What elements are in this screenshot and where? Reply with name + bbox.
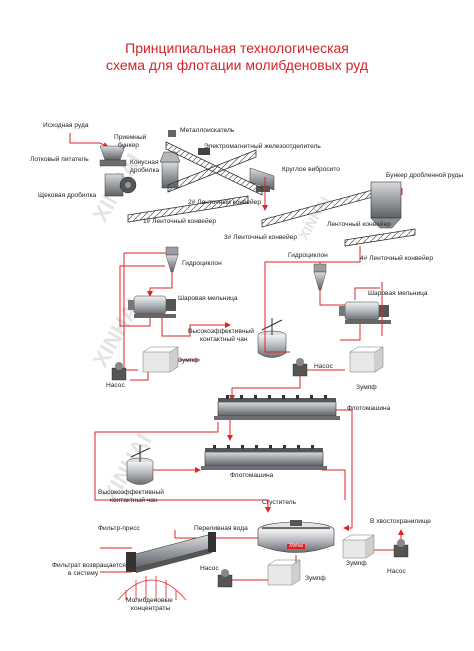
sump-tailings (342, 534, 375, 559)
circular-vibrating-screen (249, 167, 275, 192)
label-circular-screen: Круглое вибросито (282, 166, 340, 173)
label-pump-tailings: Насос (387, 568, 406, 575)
label-concentrate-line1: Молибденовые (126, 597, 173, 604)
label-crushed-ore-bunker: Бункер дробленной руды (386, 172, 464, 179)
label-filtrate-line1: Фильтрат возвращается (52, 562, 126, 569)
tray-feeder (99, 159, 127, 167)
conveyor-1 (127, 195, 249, 223)
hydrocyclone-right (313, 263, 327, 291)
label-thickener: Сгуститель (262, 499, 297, 506)
diagram-title-line2: схема для флотации молибденовых руд (105, 57, 369, 73)
label-contact-tank-2-line2: контактный чан (110, 497, 158, 504)
label-conveyor-3: 3# Ленточный конвейер (224, 234, 297, 241)
label-sump-tailings: Зумпф (346, 560, 367, 567)
diagram-title-line1: Принципиальная технологическая (125, 40, 349, 56)
thickener-badge: Xinhai (287, 543, 305, 549)
source-ore-arrow (69, 133, 109, 148)
pump-left (111, 362, 127, 381)
thickener (257, 520, 335, 553)
label-tray-feeder: Лотковый питатель (30, 156, 89, 163)
label-ball-mill-right: Шаровая мельница (368, 290, 428, 297)
sump-left (142, 346, 179, 373)
label-cone-crusher-2: дробилка (130, 167, 160, 174)
label-conveyor-1: 1# Ленточный конвейер (143, 218, 216, 225)
metal-detector (168, 130, 176, 137)
ball-mill-left (128, 295, 176, 318)
flotation-machine-2 (201, 445, 327, 470)
crushed-ore-bunker (370, 181, 402, 229)
concentrate-arc (117, 576, 187, 601)
label-flotation-2: Флотомашина (230, 472, 274, 479)
label-overflow-water: Переливная вода (194, 525, 248, 532)
label-receiving-hopper-2: бункер (118, 142, 139, 149)
conveyor-belt-upper (344, 228, 416, 247)
label-jaw-crusher: Щековая дробилка (38, 192, 97, 199)
jaw-crusher (104, 173, 137, 197)
label-conveyor-2: 2# Ленточный конвейер (188, 199, 261, 206)
hydrocyclone-left (165, 246, 179, 273)
label-sump-left: Зумпф (178, 357, 199, 364)
label-tailings: В хвостохранилище (370, 518, 431, 525)
label-hydrocyclone-left: Гидроциклон (182, 260, 222, 267)
label-conveyor-4: 4# Ленточный конвейер (360, 255, 433, 262)
cone-crusher (159, 151, 181, 189)
electromagnetic-separator (198, 148, 210, 155)
label-contact-tank-1-line1: Высокоэффективный (188, 328, 254, 335)
label-filtrate-line2: в систему (68, 570, 99, 577)
pump-right (292, 358, 308, 377)
sump-right (349, 346, 384, 373)
sump-bottom (267, 559, 301, 586)
label-pump-right: Насос (314, 363, 333, 370)
label-hydrocyclone-right: Гидроциклон (288, 252, 328, 259)
conveyor-2b (167, 149, 257, 193)
label-receiving-hopper-1: Приемный (114, 134, 147, 141)
pump-tailings (393, 539, 409, 558)
label-flotation-1: Флотомашина (347, 405, 391, 412)
label-filter-press: Фильтр-пресс (98, 525, 140, 532)
pump-bottom (217, 569, 233, 588)
contact-tank-lower (126, 445, 154, 485)
label-pump-left: Насос (106, 382, 125, 389)
label-belt-conveyor: Ленточный конвейер (327, 221, 391, 228)
label-metal-detector: Металлоискатель (180, 127, 235, 134)
label-electromagnetic-separator: Электромагнитный железоотделитель (204, 143, 321, 150)
label-cone-crusher-1: Конусная (130, 159, 159, 166)
label-contact-tank-1-line2: контактный чан (200, 336, 248, 343)
label-pump-bottom: Насос (200, 565, 219, 572)
label-source-ore: Исходная руда (43, 122, 89, 129)
label-ball-mill-left: Шаровая мельница (178, 295, 238, 302)
label-sump-right: Зумпф (356, 384, 377, 391)
flotation-machine-1 (214, 395, 340, 420)
label-concentrate-line2: концентраты (131, 605, 171, 612)
label-sump-bottom: Зумпф (305, 575, 326, 582)
ball-mill-right (339, 301, 391, 324)
label-contact-tank-2-line1: Высокоэффективный (98, 489, 164, 496)
filter-press (126, 532, 216, 573)
